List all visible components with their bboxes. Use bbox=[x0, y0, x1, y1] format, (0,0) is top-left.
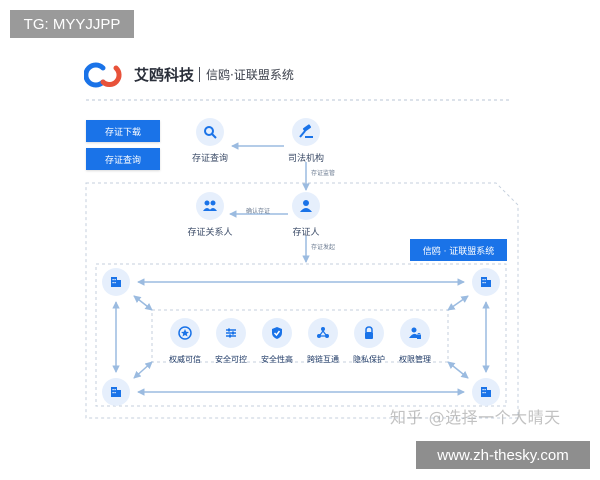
brand-logo-icon bbox=[84, 62, 122, 88]
user-icon bbox=[292, 192, 320, 220]
feature-label: 权限管理 bbox=[399, 355, 431, 364]
lock-icon bbox=[354, 318, 384, 348]
users-icon bbox=[196, 192, 224, 220]
node-related-party-label: 存证关系人 bbox=[187, 228, 233, 238]
zhihu-watermark: 知乎 @选择一个大晴天 bbox=[390, 408, 561, 427]
user-lock-icon bbox=[400, 318, 430, 348]
feature-item: 安全性高 bbox=[254, 318, 300, 365]
building-icon bbox=[102, 378, 130, 406]
feature-label: 跨链互通 bbox=[307, 355, 339, 364]
feature-item: 权限管理 bbox=[392, 318, 438, 365]
bottom-watermark-badge: www.zh-thesky.com bbox=[416, 441, 590, 469]
deposit-query-button[interactable]: 存证查询 bbox=[86, 148, 160, 170]
building-icon bbox=[472, 378, 500, 406]
search-icon bbox=[196, 118, 224, 146]
edge-label-supervision: 存证监管 bbox=[311, 170, 336, 177]
brand-subtitle: 信鸥·证联盟系统 bbox=[206, 68, 294, 82]
feature-item: 跨链互通 bbox=[300, 318, 346, 365]
sliders-icon bbox=[216, 318, 246, 348]
outer-dashed-frame bbox=[85, 182, 519, 419]
brand-separator bbox=[199, 67, 200, 82]
shield-check-icon bbox=[262, 318, 292, 348]
feature-label: 安全性高 bbox=[261, 355, 293, 364]
consortium-title-banner: 信鸥 · 证联盟系统 bbox=[410, 239, 507, 261]
feature-label: 权威可信 bbox=[169, 355, 201, 364]
edge-label-confirm: 确认存证 bbox=[246, 208, 271, 215]
cycle-icon bbox=[308, 318, 338, 348]
node-evidence-query-label: 存证查询 bbox=[191, 154, 228, 164]
feature-item: 权威可信 bbox=[162, 318, 208, 365]
gavel-icon bbox=[292, 118, 320, 146]
feature-label: 隐私保护 bbox=[353, 355, 385, 364]
feature-label: 安全可控 bbox=[215, 355, 247, 364]
brand-name: 艾鸥科技 bbox=[134, 66, 195, 84]
node-depositor-label: 存证人 bbox=[292, 228, 320, 238]
feature-item: 安全可控 bbox=[208, 318, 254, 365]
node-judicial-label: 司法机构 bbox=[287, 154, 324, 164]
star-icon bbox=[170, 318, 200, 348]
edge-label-initiate: 存证发起 bbox=[311, 244, 336, 251]
consortium-frame bbox=[95, 263, 507, 407]
feature-item: 隐私保护 bbox=[346, 318, 392, 365]
deposit-download-button[interactable]: 存证下载 bbox=[86, 120, 160, 142]
building-icon bbox=[102, 268, 130, 296]
building-icon bbox=[472, 268, 500, 296]
top-watermark-badge: TG: MYYJJPP bbox=[10, 10, 134, 38]
